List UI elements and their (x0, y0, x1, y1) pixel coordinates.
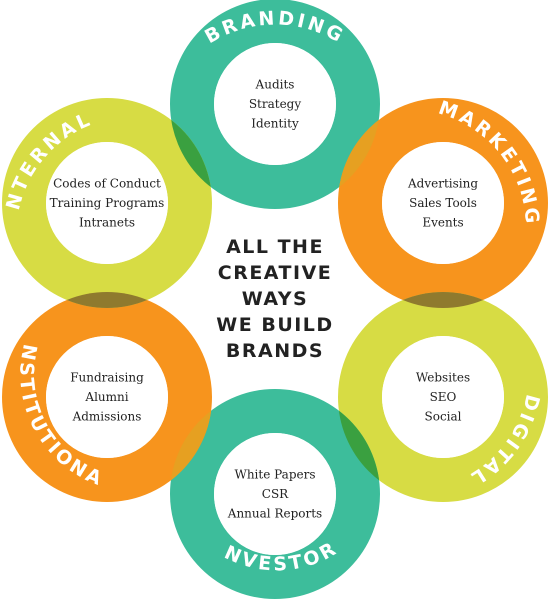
ring-item: Sales Tools (409, 196, 477, 210)
ring-internal (2, 98, 212, 308)
ring-item: Events (422, 216, 463, 230)
ring-investor (170, 389, 380, 599)
ring-center-internal (46, 142, 168, 264)
ring-item: Advertising (407, 177, 478, 191)
ring-center-investor (214, 433, 336, 555)
center-title: ALL THE CREATIVE WAYS WE BUILD BRANDS (216, 236, 333, 362)
ring-item: Fundraising (70, 371, 144, 385)
ring-item: Audits (255, 78, 295, 92)
ring-center-marketing (382, 142, 504, 264)
ring-item: Admissions (72, 410, 142, 424)
ring-item: Intranets (79, 216, 135, 230)
ring-item: Annual Reports (227, 507, 322, 521)
ring-item: Training Programs (50, 196, 165, 210)
ring-center-digital (382, 336, 504, 458)
ring-institutional (2, 292, 212, 502)
ring-digital (338, 292, 548, 502)
ring-center-branding (214, 43, 336, 165)
center-title-line: BRANDS (226, 340, 324, 362)
center-title-line: WE BUILD (216, 314, 333, 336)
ring-marketing (338, 98, 548, 308)
ring-item: CSR (262, 487, 289, 501)
ring-item: Identity (251, 117, 299, 131)
ring-item: Social (425, 410, 462, 424)
center-title-line: WAYS (242, 288, 308, 310)
ring-item: Websites (416, 371, 470, 385)
ring-item: Strategy (249, 97, 302, 111)
ring-item: SEO (430, 390, 457, 404)
ring-item: Alumni (84, 390, 128, 404)
ring-center-institutional (46, 336, 168, 458)
ring-item: White Papers (234, 468, 315, 482)
center-title-line: ALL THE (226, 236, 324, 258)
ring-item: Codes of Conduct (53, 177, 161, 191)
ring-branding (170, 0, 380, 209)
center-title-line: CREATIVE (218, 262, 333, 284)
